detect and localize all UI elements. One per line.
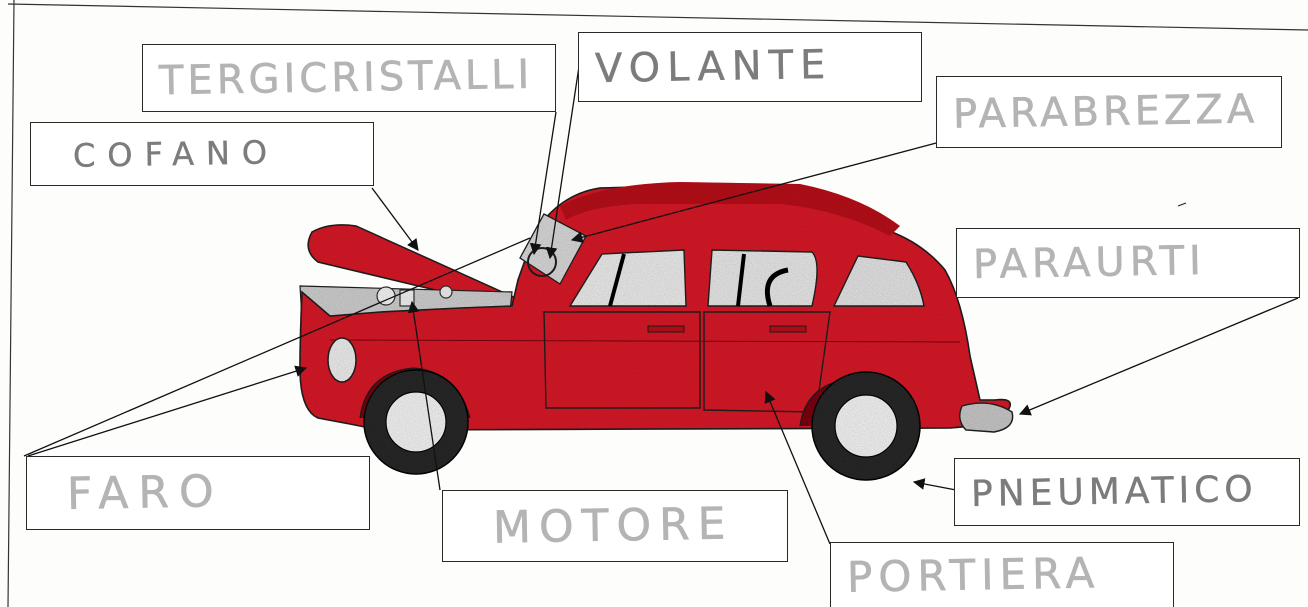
label-paraurti[interactable]: PARAURTI [956, 228, 1300, 298]
label-parabrezza-text: PARABREZZA [953, 86, 1259, 137]
page-border-left [8, 0, 14, 607]
label-cofano-text: COFANO [73, 133, 280, 175]
label-volante[interactable]: VOLANTE [578, 32, 922, 102]
label-motore-text: MOTORE [493, 498, 734, 553]
label-portiera-text: PORTIERA [847, 548, 1101, 601]
rear-bumper [960, 403, 1013, 432]
label-tergicristalli[interactable]: TERGICRISTALLI [142, 44, 556, 112]
rear-tire [812, 372, 920, 480]
headlight [328, 338, 356, 382]
label-parabrezza[interactable]: PARABREZZA [936, 76, 1282, 148]
front-tire [364, 370, 468, 474]
label-portiera[interactable]: PORTIERA [830, 542, 1174, 607]
car [300, 182, 1013, 480]
label-motore[interactable]: MOTORE [442, 490, 788, 562]
label-tergicristalli-text: TERGICRISTALLI [159, 52, 534, 105]
middle-window [708, 250, 817, 306]
label-volante-text: VOLANTE [595, 42, 833, 92]
label-faro-text: FARO [67, 466, 224, 520]
label-faro[interactable]: FARO [26, 456, 370, 530]
label-paraurti-text: PARAURTI [973, 238, 1207, 288]
label-cofano[interactable]: COFANO [30, 122, 374, 186]
label-pneumatico[interactable]: PNEUMATICO [954, 458, 1300, 526]
page-border-top [8, 4, 1308, 30]
label-pneumatico-text: PNEUMATICO [971, 469, 1258, 515]
